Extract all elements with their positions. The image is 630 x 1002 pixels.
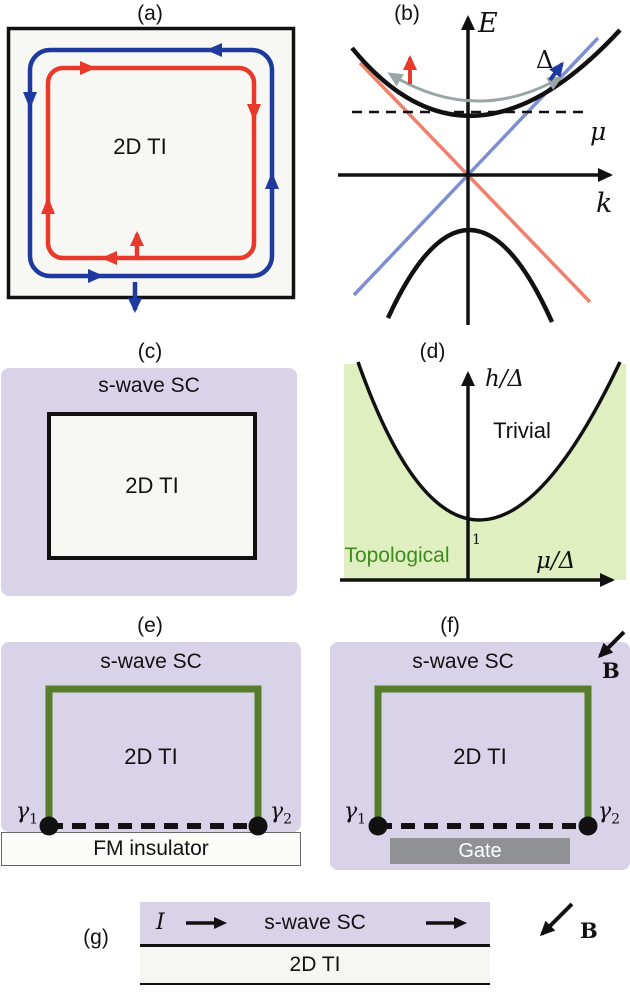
- red-arrow-left-icon: [41, 197, 55, 214]
- blue-arrow-top-icon: [206, 43, 222, 57]
- red-arrow-right-icon: [247, 104, 261, 121]
- h-axis-label: h/Δ: [485, 366, 524, 392]
- gap-double-arrow-icon: [387, 72, 563, 103]
- phase-diagram: h/Δ μ/Δ Trivial Topological 1: [340, 361, 626, 587]
- red-arrow-bottom-icon: [101, 251, 117, 265]
- blue-edge-branch: [352, 36, 600, 297]
- panel-e-gamma1-label: γ1: [16, 799, 39, 828]
- band-structure-diagram: E k Δ μ: [338, 8, 622, 325]
- panel-f-bfield-arrow-icon: [597, 630, 626, 659]
- conduction-band: [350, 28, 622, 119]
- panel-b-label: (b): [394, 2, 420, 25]
- gate-label: Gate: [458, 839, 502, 862]
- red-edge-loop: [45, 65, 257, 261]
- phase-boundary-curve: [356, 361, 622, 522]
- panel-a-ti-label: 2D TI: [113, 134, 167, 159]
- mu-axis-label: μ/Δ: [536, 548, 575, 574]
- majorana-dot-1: [39, 816, 59, 836]
- panel-f-gamma2-label: γ2: [598, 799, 621, 828]
- helical-edge-diagram: [6, 26, 296, 313]
- energy-axis-label: E: [477, 8, 498, 39]
- valence-band: [385, 227, 555, 323]
- proximitized-edge-f: [374, 685, 592, 826]
- panel-c-ti-region: 2D TI: [47, 412, 257, 560]
- panel-g-bfield-label: B: [580, 918, 598, 943]
- panel-g-ti-strip: 2D TI: [140, 944, 490, 985]
- majorana-dot-2: [248, 816, 268, 836]
- panel-c-ti-label: 2D TI: [125, 473, 179, 498]
- blue-arrow-left-icon: [23, 92, 37, 109]
- panel-e-ti-label: 2D TI: [124, 744, 178, 769]
- fm-insulator-label: FM insulator: [93, 837, 209, 860]
- unity-tick-label: 1: [472, 532, 481, 548]
- panel-d-label: (d): [419, 340, 446, 363]
- panel-g-bfield-arrow-icon: [539, 902, 574, 937]
- panel-c-label: (c): [137, 340, 163, 363]
- trivial-label: Trivial: [493, 418, 551, 443]
- panel-f-sc-label: s-wave SC: [412, 650, 514, 673]
- panel-e-edge-overlay: [39, 685, 268, 836]
- red-edge-branch: [358, 61, 592, 304]
- panel-f-label: (f): [440, 614, 460, 637]
- panel-f-gamma1-label: γ1: [344, 799, 367, 828]
- panel-f-edge-overlay: [368, 685, 598, 836]
- current-label: I: [156, 910, 165, 935]
- blue-arrow-right-icon: [265, 172, 279, 189]
- current-arrow-icon: [186, 917, 227, 929]
- panel-g-label: (g): [83, 926, 109, 949]
- majorana-dot-2-f: [578, 816, 598, 836]
- gate-bar: Gate: [390, 838, 570, 864]
- panel-a-label: (a): [137, 2, 163, 25]
- supercurrent-arrow-icon: [426, 917, 467, 929]
- ti-sample-outline: [6, 26, 296, 300]
- proximitized-edge: [45, 685, 262, 826]
- blue-edge-loop: [27, 47, 275, 279]
- panel-g-ti-label: 2D TI: [289, 953, 341, 976]
- panel-e-gamma2-label: γ2: [270, 799, 293, 828]
- panel-c-sc-label: s-wave SC: [98, 374, 200, 397]
- fm-insulator-bar: FM insulator: [1, 832, 301, 866]
- gap-label: Δ: [536, 46, 553, 74]
- panel-e-sc-label: s-wave SC: [100, 650, 202, 673]
- panel-e-label: (e): [137, 614, 163, 637]
- panel-g-sc-strip: I s-wave SC: [140, 902, 490, 944]
- majorana-dot-1-f: [368, 816, 388, 836]
- panel-g-sc-label: s-wave SC: [264, 911, 366, 934]
- topological-label: Topological: [344, 544, 449, 567]
- panel-f-ti-label: 2D TI: [453, 744, 507, 769]
- panel-f-bfield-label: B: [602, 658, 620, 683]
- red-arrow-top-icon: [80, 61, 96, 75]
- momentum-axis-label: k: [596, 188, 612, 219]
- chemical-potential-label: μ: [590, 117, 606, 146]
- trivial-region: [358, 362, 620, 520]
- spin-down-branch-arrow-icon: [548, 61, 564, 82]
- blue-arrow-bottom-icon: [88, 269, 104, 283]
